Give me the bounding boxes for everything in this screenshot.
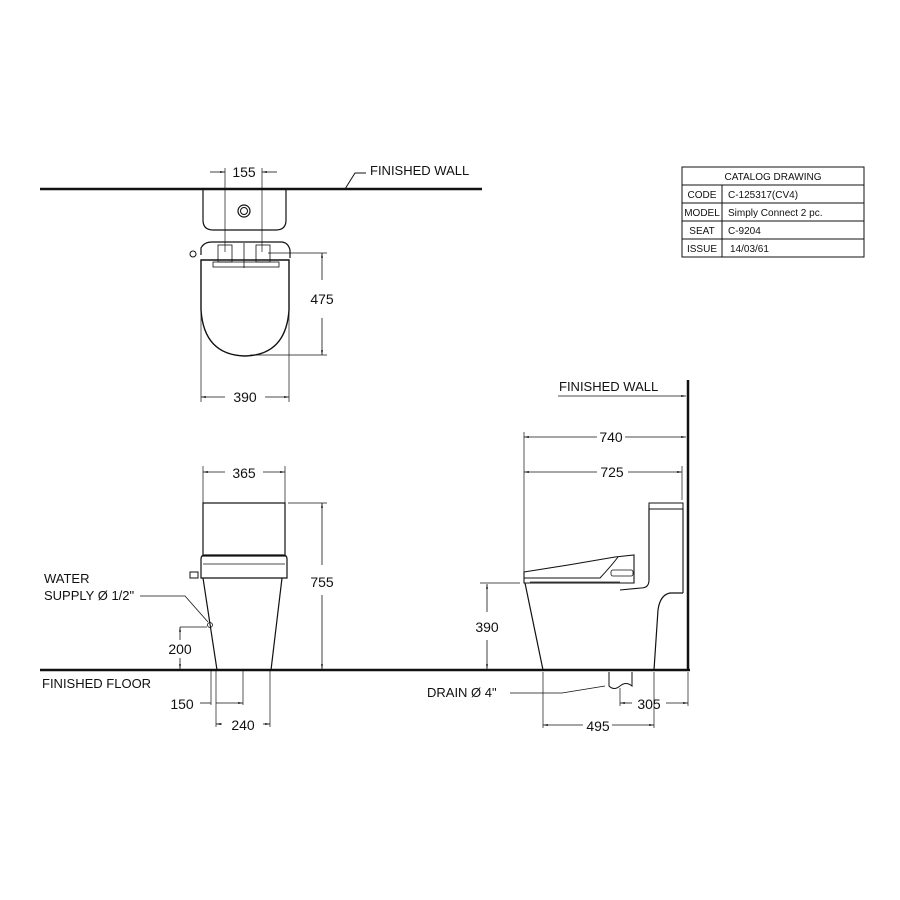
- dim-365: 365: [232, 465, 256, 481]
- side-wall-label: FINISHED WALL: [559, 379, 658, 394]
- dim-155: 155: [232, 164, 256, 180]
- side-view: [480, 380, 690, 728]
- code-value: C-125317(CV4): [728, 190, 798, 201]
- tank-outline: [202, 190, 287, 231]
- dim-390-seat-height: 390: [475, 619, 499, 635]
- dim-200: 200: [168, 641, 192, 657]
- issue-key: ISSUE: [687, 244, 717, 255]
- water-supply-label-2: SUPPLY Ø 1/2": [44, 588, 135, 603]
- dim-150: 150: [170, 696, 194, 712]
- dim-305: 305: [637, 696, 661, 712]
- title-block: [681, 166, 865, 258]
- dim-495: 495: [586, 718, 610, 734]
- floor-label: FINISHED FLOOR: [42, 676, 151, 691]
- model-value: Simply Connect 2 pc.: [728, 208, 823, 219]
- drain-label: DRAIN Ø 4": [427, 685, 497, 700]
- seat-key: SEAT: [689, 226, 714, 237]
- top-view: [40, 168, 482, 402]
- issue-value: 14/03/61: [730, 244, 769, 255]
- code-key: CODE: [688, 190, 717, 201]
- seat-outline: [200, 259, 290, 357]
- dim-390-width: 390: [233, 389, 257, 405]
- wall-leader: [344, 172, 366, 190]
- title-block-heading: CATALOG DRAWING: [724, 172, 821, 183]
- top-wall-label: FINISHED WALL: [370, 163, 469, 178]
- model-key: MODEL: [684, 208, 720, 219]
- dim-755: 755: [310, 574, 334, 590]
- dim-240: 240: [231, 717, 255, 733]
- water-supply-label-1: WATER: [44, 571, 90, 586]
- dim-740: 740: [599, 429, 623, 445]
- seat-value: C-9204: [728, 226, 761, 237]
- front-view: [40, 466, 690, 727]
- dim-725: 725: [600, 464, 624, 480]
- dim-475: 475: [310, 291, 334, 307]
